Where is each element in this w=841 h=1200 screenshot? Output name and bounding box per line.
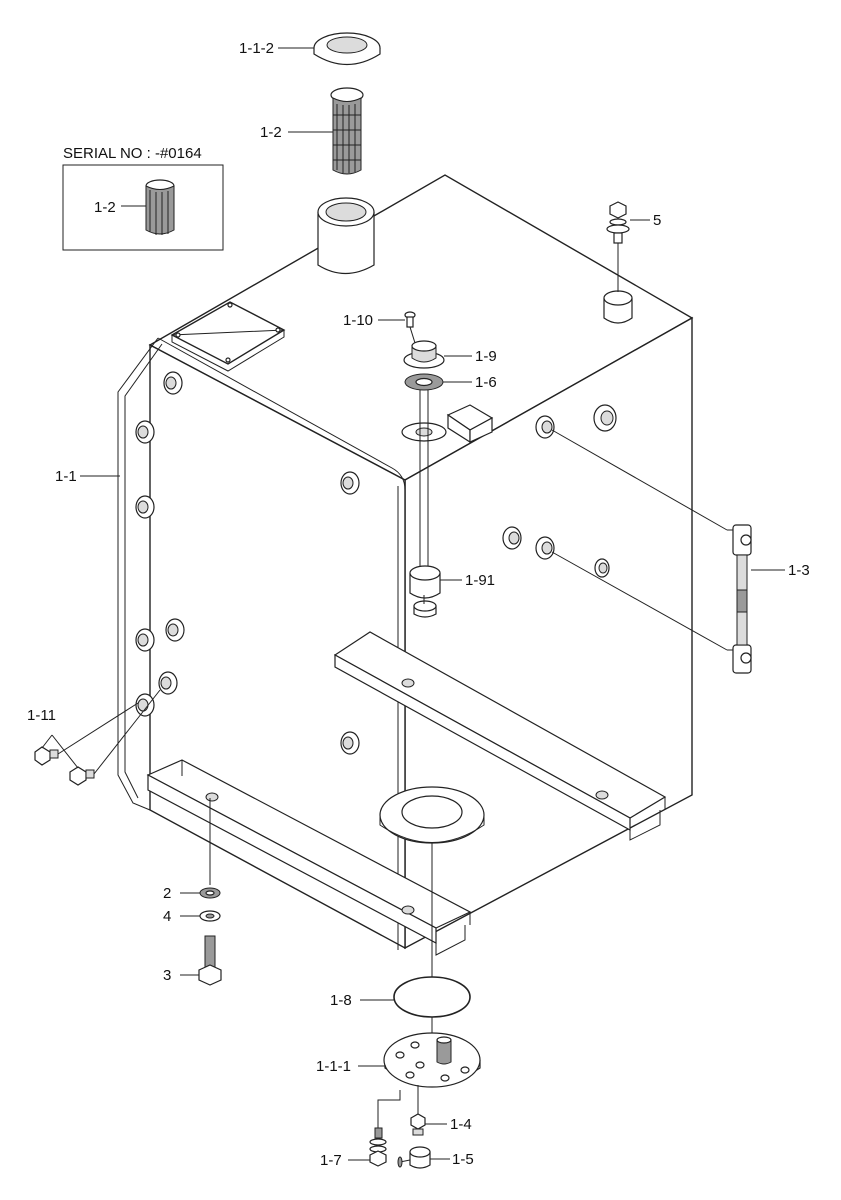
- part-label-1-91: 1-91: [465, 572, 495, 589]
- mounting-rail-rear: [333, 631, 667, 841]
- part-label-5: 5: [653, 212, 661, 229]
- part-label-1-5: 1-5: [452, 1151, 474, 1168]
- left-face-bosses: [135, 371, 360, 755]
- breather-boss: [603, 290, 633, 324]
- hydraulic-tank: [117, 174, 694, 956]
- inspection-cover-rim: [171, 329, 285, 372]
- part-label-1-4: 1-4: [450, 1116, 472, 1133]
- callouts: 1-1-2 1-2 5 1-10 1-9 1-6 1-1 1-3 1-91 1-…: [27, 40, 810, 1169]
- o-ring-part: [393, 976, 471, 1018]
- cover-bolt: [175, 332, 181, 338]
- washer-part-2: [199, 887, 221, 899]
- right-face-bosses: [502, 404, 617, 578]
- part-label-1-7: 1-7: [320, 1152, 342, 1169]
- strainer-alt-part: [145, 179, 175, 235]
- level-sensor-part: [403, 340, 445, 369]
- part-label-2: 2: [163, 885, 171, 902]
- sensor-rod-float: [409, 390, 441, 618]
- side-plate-edge-front: [157, 337, 406, 491]
- level-gauge-part: [551, 429, 752, 674]
- screw-part: [404, 311, 416, 344]
- serial-note-frame: [62, 164, 224, 251]
- mounting-rail-front: [146, 759, 472, 956]
- part-label-3: 3: [163, 967, 171, 984]
- part-label-1-8: 1-8: [330, 992, 352, 1009]
- part-label-1-1: 1-1: [55, 468, 77, 485]
- filler-cap-part: [313, 32, 381, 65]
- washer-part-4: [199, 910, 221, 922]
- strainer-part: [330, 87, 364, 175]
- filler-neck: [317, 197, 375, 275]
- part-label-4: 4: [163, 908, 171, 925]
- cover-bolt: [225, 357, 231, 363]
- drain-opening-ring: [379, 786, 485, 844]
- part-label-1-10: 1-10: [343, 312, 373, 329]
- gasket-part: [404, 373, 444, 391]
- side-plate-inner: [124, 343, 163, 799]
- part-label-1-1-2: 1-1-2: [239, 40, 274, 57]
- serial-note-text: SERIAL NO : -#0164: [63, 145, 202, 162]
- part-label-1-11: 1-11: [27, 707, 56, 724]
- fitting-part: [410, 1085, 426, 1136]
- part-label-1-1-1: 1-1-1: [316, 1058, 351, 1075]
- part-label-1-2: 1-2: [260, 124, 282, 141]
- bolt-part-1-7: [369, 1090, 401, 1167]
- part-label-1-9: 1-9: [475, 348, 497, 365]
- side-plate-outline: [117, 337, 159, 811]
- drain-plate-part: [383, 1032, 481, 1088]
- serial-note-box: SERIAL NO : -#0164 1-2: [62, 145, 224, 251]
- breather-bolt-part: [606, 201, 630, 292]
- cover-bolt: [227, 302, 233, 308]
- drain-valve-part: [397, 1146, 431, 1169]
- part-label-1-3: 1-3: [788, 562, 810, 579]
- part-label-1-6: 1-6: [475, 374, 497, 391]
- bolt-part-3: [198, 935, 222, 986]
- part-label-1-2-serial: 1-2: [94, 199, 116, 216]
- cover-bolt: [275, 327, 281, 333]
- plug-parts: [34, 689, 161, 786]
